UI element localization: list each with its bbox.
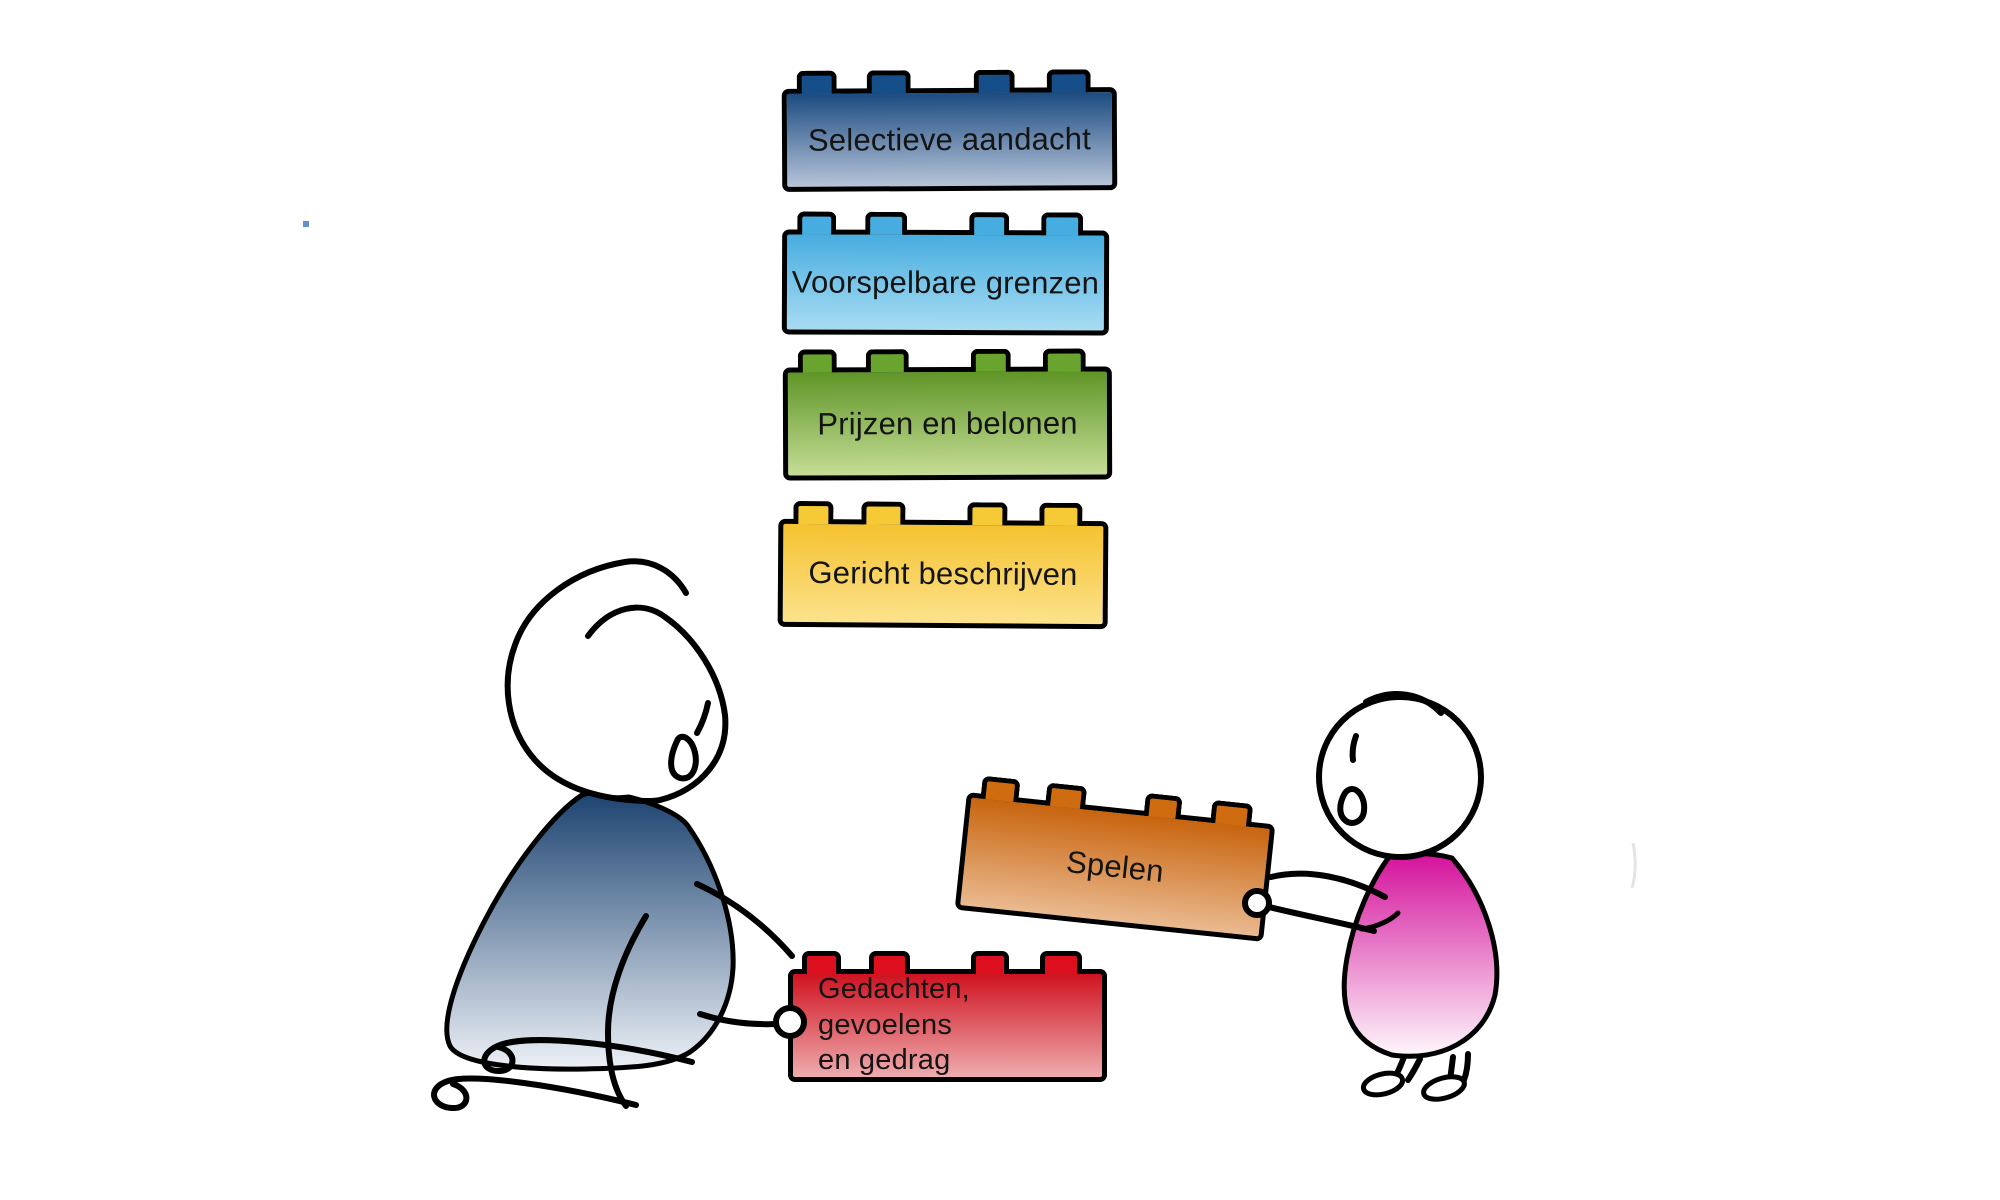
- brick-selectieve-aandacht: Selectieve aandacht: [781, 69, 1118, 192]
- brick-stud: [1044, 782, 1088, 810]
- adult-mouth: [668, 733, 699, 782]
- brick-stud: [1143, 792, 1183, 820]
- blue-speck: [303, 221, 309, 227]
- brick-label: Prijzen en belonen: [817, 405, 1078, 442]
- child-arm-upper: [1268, 870, 1388, 900]
- brick-spelen: Spelen: [954, 775, 1276, 942]
- child-body: [1341, 850, 1500, 1059]
- brick-stud: [802, 951, 841, 974]
- brick-gericht-beschrijven: Gericht beschrijven: [777, 500, 1109, 630]
- brick-stud: [971, 348, 1012, 372]
- child-foot: [1360, 1070, 1406, 1098]
- child-eye: [1349, 733, 1359, 763]
- child-leg: [1391, 1054, 1407, 1082]
- adult-leg-line: [605, 913, 649, 1109]
- brick-stud: [973, 69, 1015, 93]
- adult-arm-lower: [697, 1011, 781, 1028]
- brick-label: Gericht beschrijven: [808, 555, 1078, 593]
- brick-label: Voorspelbare grenzen: [791, 264, 1100, 301]
- brick-stud: [792, 500, 834, 525]
- brick-stud: [865, 349, 910, 373]
- brick-stud: [1046, 69, 1091, 93]
- brick-stud: [1040, 212, 1084, 236]
- brick-stud: [1039, 502, 1083, 526]
- brick-stud: [1210, 799, 1253, 827]
- faint-mark: [1630, 842, 1637, 889]
- brick-gedachten-gevoelens-en-gedrag: Gedachten, gevoelens en gedrag: [788, 951, 1107, 1082]
- child-mouth: [1337, 786, 1368, 826]
- brick-prijzen-en-belonen: Prijzen en belonen: [782, 348, 1113, 481]
- brick-stud: [866, 70, 911, 94]
- adult-arm-upper: [694, 881, 795, 959]
- brick-stud: [797, 349, 838, 373]
- child-figure: [1242, 691, 1500, 1102]
- adult-head: [510, 586, 728, 796]
- child-leg: [1405, 1056, 1423, 1083]
- brick-voorspelbare-grenzen: Voorspelbare grenzen: [781, 211, 1110, 336]
- child-head: [1316, 693, 1484, 861]
- brick-stud: [980, 775, 1021, 803]
- brick-stud: [864, 211, 908, 235]
- adult-head-outline: [504, 558, 689, 804]
- child-leg: [1447, 1054, 1456, 1083]
- brick-stud: [1042, 348, 1087, 372]
- child-arm-crease: [1359, 910, 1401, 932]
- brick-stud: [796, 70, 838, 94]
- brick-stud: [970, 951, 1010, 974]
- brick-stud: [967, 502, 1008, 526]
- child-hair-arc: [1363, 691, 1444, 716]
- brick-stud: [969, 212, 1010, 236]
- adult-foot-curl: [481, 1037, 695, 1074]
- brick-stud: [1040, 951, 1082, 974]
- brick-label: Gedachten, gevoelens en gedrag: [818, 973, 970, 1077]
- brick-stud: [861, 501, 906, 525]
- child-arm-lower: [1266, 904, 1377, 934]
- adult-eye: [694, 700, 711, 736]
- brick-label: Spelen: [1064, 844, 1166, 890]
- adult-foot-curl: [431, 1075, 639, 1111]
- brick-stud: [868, 951, 911, 974]
- child-leg: [1461, 1051, 1471, 1083]
- adult-body: [444, 790, 736, 1072]
- child-foot: [1421, 1074, 1467, 1102]
- brick-stud: [796, 211, 837, 235]
- adult-hair-arc: [585, 604, 729, 804]
- adult-figure: [431, 558, 807, 1111]
- brick-label: Selectieve aandacht: [807, 120, 1092, 158]
